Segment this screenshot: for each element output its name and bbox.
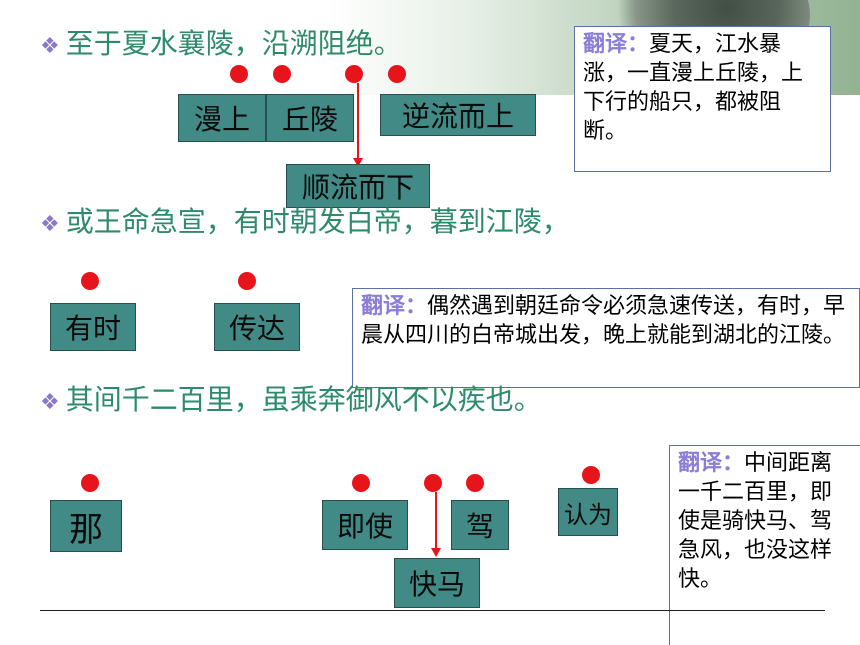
translation-1-text: 夏天，江水暴涨，一直漫上丘陵，上下行的船只，都被阻断。 xyxy=(583,32,804,144)
word-box-jishi: 即使 xyxy=(322,500,408,550)
bullet-icon: ❖ xyxy=(40,212,60,237)
arrow-line xyxy=(435,492,437,549)
marker-dot xyxy=(81,474,99,492)
word-box-shunliu: 顺流而下 xyxy=(286,164,430,208)
word-box-manshang: 漫上 xyxy=(178,94,266,142)
translation-label: 翻译： xyxy=(583,31,650,57)
marker-dot xyxy=(582,466,600,484)
marker-dot xyxy=(466,474,484,492)
sentence-1: ❖至于夏水襄陵，沿溯阻绝。 xyxy=(40,22,402,62)
word-box-jia: 驾 xyxy=(451,500,509,550)
translation-label: 翻译： xyxy=(361,293,428,319)
sentence-3: ❖其间千二百里，虽乘奔御风不以疾也。 xyxy=(40,378,542,418)
word-box-niliu: 逆流而上 xyxy=(380,94,536,136)
marker-dot xyxy=(424,474,442,492)
translation-box-2: 翻译：偶然遇到朝廷命令必须急速传送，有时，早晨从四川的白帝城出发，晚上就能到湖北… xyxy=(352,288,860,388)
marker-dot xyxy=(230,65,248,83)
sentence-2-text: 或王命急宣，有时朝发白帝，暮到江陵， xyxy=(65,205,570,238)
word-box-na: 那 xyxy=(50,500,122,552)
word-box-qiuling: 丘陵 xyxy=(266,94,354,142)
marker-dot xyxy=(81,272,99,290)
translation-label: 翻译： xyxy=(678,450,745,476)
translation-box-3: 翻译：中间距离一千二百里，即使是骑快马、驾急风，也没这样快。 xyxy=(669,445,860,645)
arrow-line xyxy=(357,83,359,159)
marker-dot xyxy=(352,474,370,492)
marker-dot xyxy=(238,272,256,290)
sentence-1-text: 至于夏水襄陵，沿溯阻绝。 xyxy=(65,27,402,60)
bullet-icon: ❖ xyxy=(40,390,60,415)
sentence-2: ❖或王命急宣，有时朝发白帝，暮到江陵， xyxy=(40,200,570,240)
marker-dot xyxy=(345,65,363,83)
translation-box-1: 翻译：夏天，江水暴涨，一直漫上丘陵，上下行的船只，都被阻断。 xyxy=(574,26,831,172)
bullet-icon: ❖ xyxy=(40,34,60,59)
divider-line xyxy=(40,610,825,611)
sentence-3-text: 其间千二百里，虽乘奔御风不以疾也。 xyxy=(65,383,542,416)
translation-2-text: 偶然遇到朝廷命令必须急速传送，有时，早晨从四川的白帝城出发，晚上就能到湖北的江陵… xyxy=(361,294,846,348)
arrow-down-icon xyxy=(353,158,363,167)
marker-dot xyxy=(388,65,406,83)
word-box-youshi: 有时 xyxy=(50,303,136,351)
arrow-down-icon xyxy=(431,548,441,557)
marker-dot xyxy=(273,65,291,83)
word-box-wei: 认为 xyxy=(558,488,618,536)
word-box-chuanda: 传达 xyxy=(214,303,300,351)
translation-3-text: 中间距离一千二百里，即使是骑快马、驾急风，也没这样快。 xyxy=(678,451,833,592)
word-box-kuaima: 快马 xyxy=(394,558,480,608)
